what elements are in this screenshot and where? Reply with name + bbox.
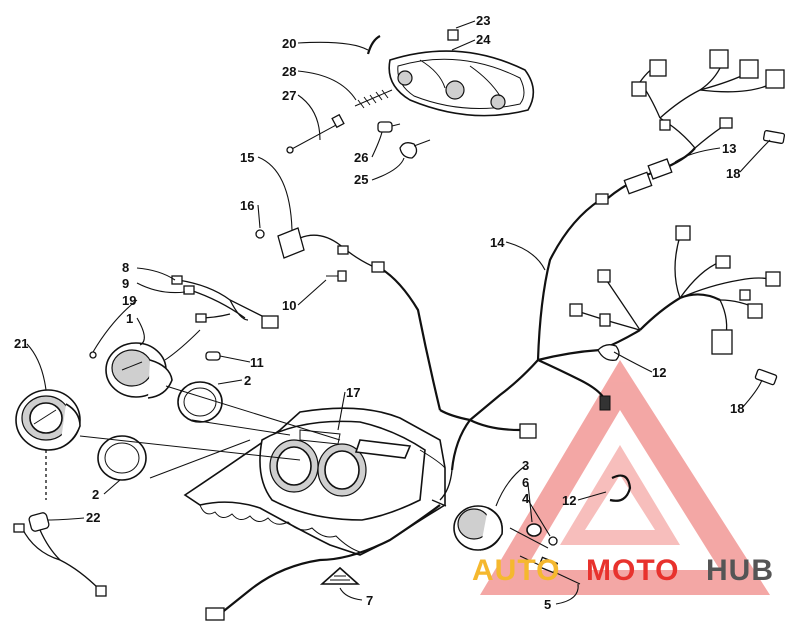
callout-2-lower: 2 [92,487,99,502]
callout-25: 25 [354,172,368,187]
harness-connector [599,395,611,411]
bolt [326,270,347,282]
alignment-lines [79,385,341,479]
callout-7: 7 [366,593,373,608]
temperature-sender [519,555,581,585]
gauge-bracket-6 [526,523,542,537]
adjust-screw [286,113,345,154]
callout-20: 20 [282,36,296,51]
callout-17: 17 [346,385,360,400]
gauge-bezel-hood [183,407,446,556]
leader-lines [26,20,771,605]
upper-harness [607,49,785,199]
callout-2-upper: 2 [244,373,251,388]
harness-connector [595,193,609,205]
callout-9: 9 [122,276,129,291]
watermark-auto: AUTO [472,554,560,587]
grommet [597,344,620,361]
callout-13: 13 [722,141,736,156]
callout-4: 4 [522,491,530,506]
callout-15: 15 [240,150,254,165]
relay [277,227,373,267]
callout-5: 5 [544,597,551,612]
nut [255,229,265,239]
callout-22: 22 [86,510,100,525]
mounting-ring-lower-inner [104,442,140,474]
gauge-leader [509,527,549,549]
callout-18-lower: 18 [730,401,744,416]
callout-28: 28 [282,64,296,79]
callout-6: 6 [522,475,529,490]
clip [447,29,459,41]
headlight-bulb [377,121,401,133]
cable-tie [609,474,632,502]
indicator-bulb [205,351,221,361]
temperature-gauge [453,505,504,551]
speedometer-harness [164,275,279,361]
connector-18 [762,130,786,144]
speedometer-cable [13,450,107,597]
watermark-text: AUTO MOTO HUB [472,554,774,587]
headlight-housing [388,50,535,117]
adjust-spring [354,89,393,109]
callout-24: 24 [476,32,491,47]
nut-4 [548,536,558,546]
callout-8: 8 [122,260,129,275]
callout-21: 21 [14,336,28,351]
callout-10: 10 [282,298,296,313]
speedometer [15,389,81,451]
tachometer [105,342,173,399]
lower-harness [205,499,447,621]
callout-numbers: 20 28 27 23 24 26 25 15 16 10 8 9 19 1 1… [14,13,744,612]
callout-12-lower: 12 [562,493,576,508]
bulb-socket [399,139,431,159]
callout-12-upper: 12 [652,365,666,380]
screw [89,351,97,359]
watermark-moto: MOTO [586,554,679,587]
weatherstrip [366,35,381,55]
callout-1: 1 [126,311,133,326]
harness-connector [371,261,385,273]
watermark-logo [480,360,770,595]
watermark-hub: HUB [706,554,774,587]
rear-harness [569,225,781,355]
harness-connector [519,423,537,439]
callout-11: 11 [250,355,264,370]
warning-label [319,566,361,585]
callout-14: 14 [490,235,505,250]
callout-3: 3 [522,458,529,473]
callout-23: 23 [476,13,490,28]
callout-27: 27 [282,88,296,103]
callout-26: 26 [354,150,368,165]
callout-19: 19 [122,293,136,308]
callout-18-upper: 18 [726,166,740,181]
connector-18 [754,368,778,386]
callout-16: 16 [240,198,254,213]
